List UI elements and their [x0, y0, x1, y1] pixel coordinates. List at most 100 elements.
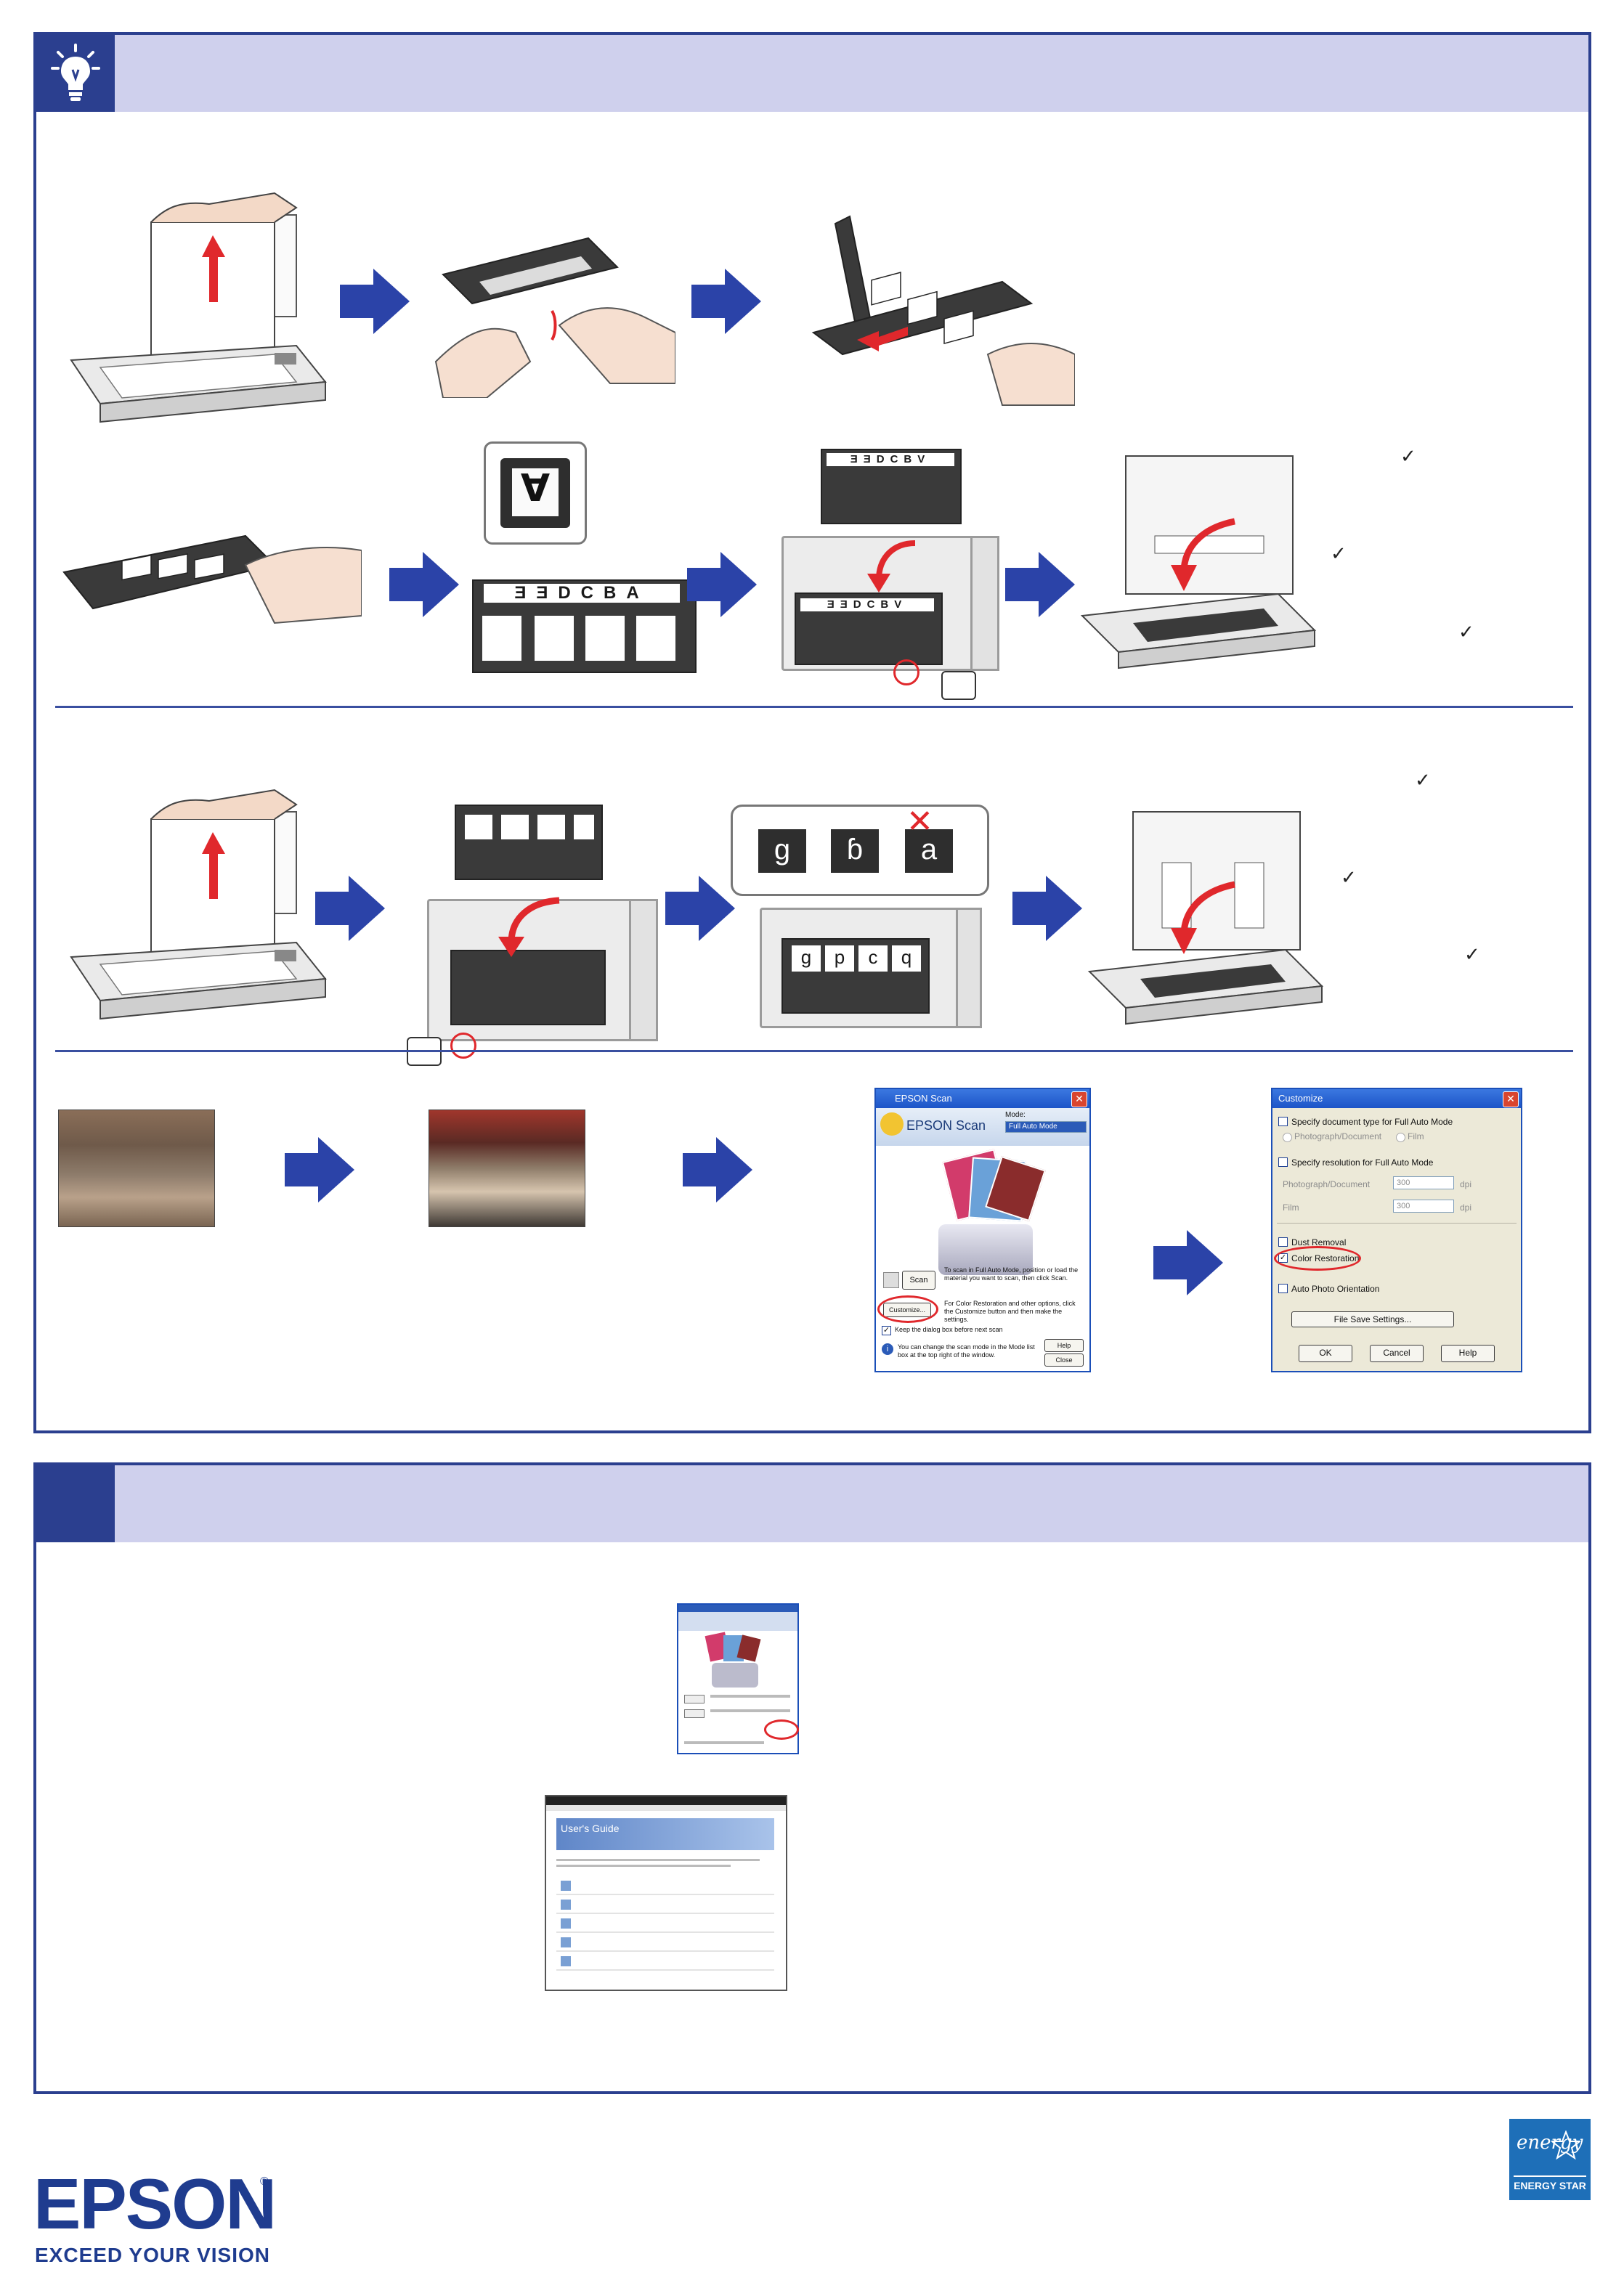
- faded-photo: [58, 1110, 215, 1227]
- dialog-title-bar: EPSON Scan: [876, 1089, 1089, 1108]
- radio-film[interactable]: [1396, 1133, 1405, 1142]
- keep-dialog-checkbox[interactable]: ✓: [882, 1326, 891, 1335]
- res-film-select[interactable]: 300: [1393, 1200, 1454, 1213]
- document-type-label: Specify document type for Full Auto Mode: [1291, 1117, 1453, 1127]
- lightbulb-icon: [51, 44, 100, 101]
- info-icon: i: [882, 1343, 893, 1355]
- slide-frame-label: ɓ: [846, 834, 864, 866]
- slide-orientation-illustration: g ɓ a ✕ g p c q: [731, 805, 992, 1066]
- blue-right-arrow-icon: [665, 876, 735, 941]
- help-panel-header: [36, 1465, 1588, 1542]
- dialog-title: Customize: [1278, 1093, 1323, 1104]
- ok-button[interactable]: OK: [1299, 1345, 1352, 1362]
- section-divider: [55, 706, 1573, 708]
- radio-photo[interactable]: [1283, 1133, 1292, 1142]
- blue-right-arrow-icon: [389, 552, 459, 617]
- blue-right-arrow-icon: [1005, 552, 1075, 617]
- dust-removal-checkbox[interactable]: [1278, 1237, 1288, 1247]
- checkmark-icon: ✓: [1458, 622, 1474, 643]
- film-holder-with-strip-illustration: [62, 534, 362, 624]
- close-button[interactable]: Close: [1044, 1353, 1084, 1367]
- users-guide-header: User's Guide: [561, 1823, 620, 1834]
- res-unit: dpi: [1460, 1202, 1472, 1213]
- tip-badge: [36, 35, 115, 112]
- holder-onto-glass-illustration: ƎƎDCBV ƎƎDCBV: [777, 449, 1017, 710]
- holder-slide-label: g: [792, 945, 821, 972]
- slide-frame-label: g: [774, 834, 791, 866]
- film-strip-row2-upper: ƎƎDCBV: [827, 453, 954, 466]
- film-strip-row1: ƎƎDCBA: [484, 584, 680, 603]
- epson-scan-dialog: EPSON Scan ✕ EPSON Scan Mode: Full Auto …: [874, 1088, 1091, 1372]
- res-unit: dpi: [1460, 1179, 1472, 1189]
- res-photo-label: Photograph/Document: [1283, 1179, 1371, 1189]
- energy-star-logo: energy ENERGY STAR: [1509, 2119, 1591, 2200]
- dialog-title: EPSON Scan: [895, 1093, 952, 1104]
- dialog-title-bar: Customize: [1272, 1089, 1521, 1108]
- film-strip-row2-lower: ƎƎDCBV: [800, 598, 934, 611]
- help-button[interactable]: Help: [1441, 1345, 1495, 1362]
- resolution-checkbox[interactable]: [1278, 1157, 1288, 1167]
- mode-select[interactable]: Full Auto Mode: [1005, 1121, 1087, 1133]
- scanner-lid-open-illustration: [70, 192, 327, 423]
- mode-label: Mode:: [1005, 1111, 1026, 1119]
- restored-photo: [429, 1110, 585, 1227]
- file-save-settings-button[interactable]: File Save Settings...: [1291, 1311, 1454, 1327]
- slide-frame-label: a: [920, 834, 938, 866]
- tips-panel: ∀ ƎƎDCBA ƎƎDCBV ƎƎDCBV ✓ ✓ ✓: [33, 32, 1591, 1433]
- radio-photo-label: Photograph/Document: [1294, 1131, 1382, 1141]
- scan-button[interactable]: Scan: [902, 1271, 935, 1290]
- checkmark-icon: ✓: [1331, 543, 1347, 565]
- help-badge: [36, 1465, 115, 1542]
- blue-right-arrow-icon: [315, 876, 385, 941]
- registered-mark: ®: [260, 2175, 269, 2188]
- blue-right-arrow-icon: [1012, 876, 1082, 941]
- customize-dialog: Customize ✕ Specify document type for Fu…: [1271, 1088, 1522, 1372]
- color-restoration-highlight: [1274, 1246, 1361, 1271]
- checkmark-icon: ✓: [1400, 446, 1416, 468]
- slide-holder-onto-glass-illustration: [407, 805, 661, 1066]
- auto-orientation-checkbox[interactable]: [1278, 1284, 1288, 1293]
- scanner-with-holder-illustration: [1080, 455, 1317, 669]
- section-divider: [55, 1050, 1573, 1052]
- keep-dialog-label: Keep the dialog box before next scan: [895, 1326, 1003, 1333]
- film-holder-front-view: ∀ ƎƎDCBA: [465, 441, 705, 674]
- close-icon[interactable]: ✕: [1503, 1091, 1519, 1107]
- checkmark-icon: ✓: [1415, 770, 1431, 791]
- instruction-text-1: To scan in Full Auto Mode, position or l…: [944, 1266, 1079, 1282]
- film-strip-insert-illustration: [811, 215, 1075, 406]
- resolution-label: Specify resolution for Full Auto Mode: [1291, 1157, 1434, 1168]
- blue-right-arrow-icon: [285, 1137, 354, 1202]
- wrong-orientation-x-icon: ✕: [906, 804, 933, 839]
- tagline: EXCEED YOUR VISION: [35, 2244, 271, 2266]
- holder-slide-label: q: [892, 945, 921, 972]
- epson-logo: EPSON: [33, 2164, 277, 2244]
- radio-film-label: Film: [1408, 1131, 1424, 1141]
- alignment-icon-callout: [941, 671, 976, 700]
- res-photo-select[interactable]: 300: [1393, 1176, 1454, 1189]
- customize-highlight: [877, 1295, 938, 1323]
- help-button[interactable]: Help: [1044, 1339, 1084, 1352]
- holder-slide-label: p: [825, 945, 854, 972]
- help-button-highlight: [764, 1719, 799, 1740]
- star-icon: [1551, 2130, 1580, 2159]
- document-type-checkbox[interactable]: [1278, 1117, 1288, 1126]
- film-holder-cover-open-illustration: [434, 237, 675, 398]
- energy-star-label: ENERGY STAR: [1514, 2180, 1586, 2191]
- users-guide-banner: [556, 1818, 774, 1850]
- auto-orientation-label: Auto Photo Orientation: [1291, 1284, 1380, 1294]
- blue-right-arrow-icon: [683, 1137, 752, 1202]
- users-guide-thumbnail: User's Guide: [545, 1795, 787, 1991]
- scanner-with-slide-holder-illustration: [1087, 811, 1324, 1025]
- tips-panel-header: [36, 35, 1588, 112]
- instruction-text-2: For Color Restoration and other options,…: [944, 1300, 1076, 1323]
- magnifier-glyph: ∀: [520, 468, 551, 510]
- alignment-mark-highlight: [450, 1033, 476, 1059]
- help-panel: User's Guide: [33, 1462, 1591, 2094]
- scan-mini-icon: [883, 1272, 899, 1288]
- blue-right-arrow-icon: [691, 269, 761, 334]
- scanner-lid-open-illustration: [70, 789, 327, 1020]
- magnifier-bubble: ∀: [484, 441, 587, 545]
- cancel-button[interactable]: Cancel: [1370, 1345, 1424, 1362]
- holder-slide-label: c: [858, 945, 888, 972]
- close-icon[interactable]: ✕: [1071, 1091, 1087, 1107]
